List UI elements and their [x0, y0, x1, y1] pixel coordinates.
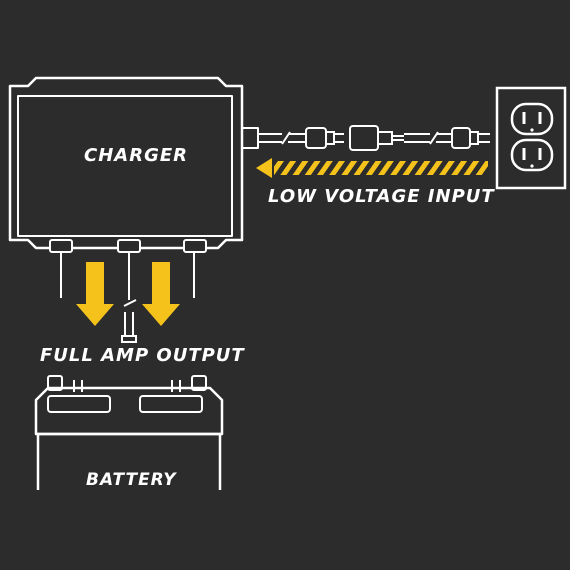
extension-plug-icon [305, 127, 344, 149]
extension-socket-icon [349, 125, 404, 151]
battery-icon [34, 375, 224, 490]
power-outlet-icon [495, 86, 567, 190]
battery-label: BATTERY [86, 470, 177, 490]
input-cable [258, 131, 452, 145]
wall-plug-icon [451, 127, 490, 149]
output-leads [60, 252, 195, 343]
charger-unit [8, 76, 259, 250]
charger-label: CHARGER [84, 145, 188, 166]
output-arrows [76, 262, 180, 326]
output-arrow-left [76, 262, 114, 326]
output-arrow-right [142, 262, 180, 326]
charger-terminals [49, 239, 207, 253]
full-amp-output-label: FULL AMP OUTPUT [40, 345, 245, 366]
low-voltage-input-label: LOW VOLTAGE INPUT [268, 186, 495, 207]
input-arrow [256, 158, 488, 178]
